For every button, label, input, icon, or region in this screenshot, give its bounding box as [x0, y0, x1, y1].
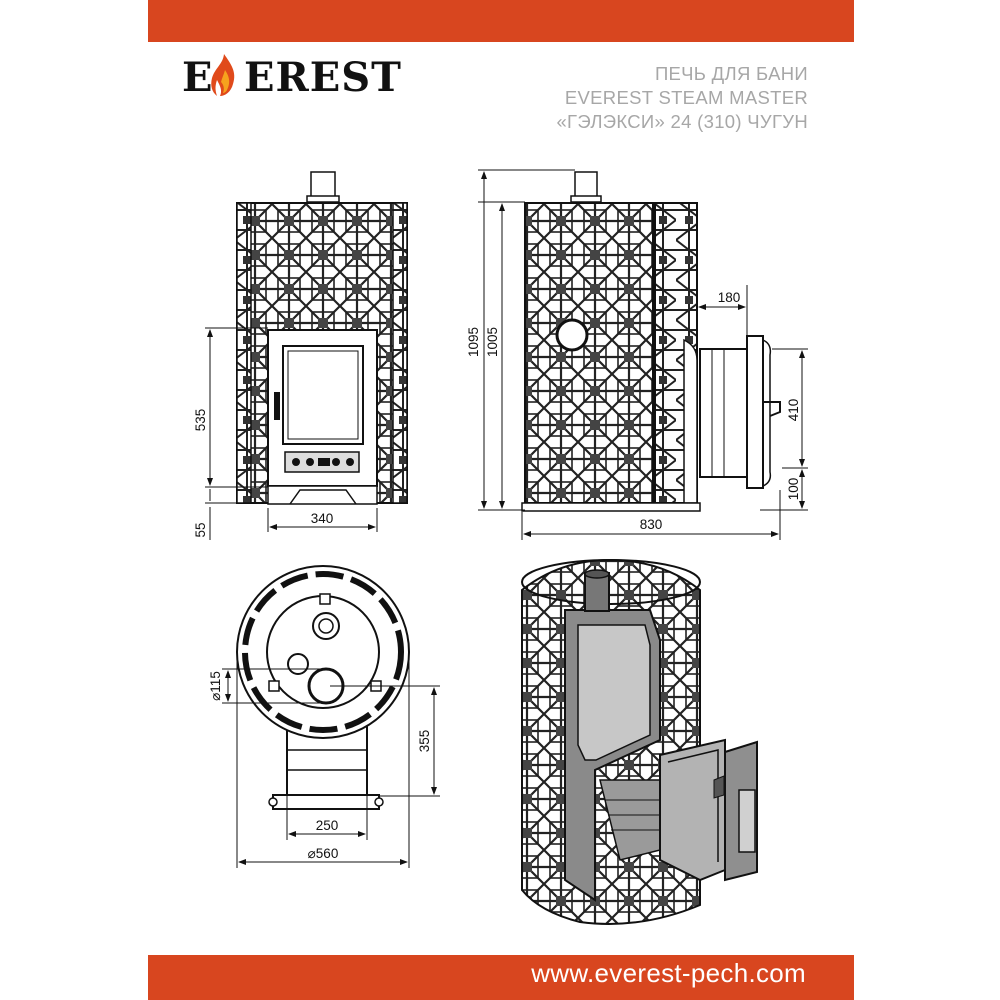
title-line-2: EVEREST STEAM MASTER: [564, 87, 808, 108]
dim-top-tunnel-depth: 355: [417, 730, 432, 753]
dim-front-door-height: 535: [193, 409, 208, 432]
side-dimensions: [478, 169, 808, 540]
top-view: [236, 565, 410, 810]
dim-side-body-height: 1005: [485, 327, 500, 357]
front-door-glass: [282, 345, 364, 445]
dim-side-tunnel-offset: 180: [718, 290, 741, 305]
front-view: [236, 171, 408, 505]
website-url-link[interactable]: www.everest-pech.com: [531, 958, 806, 988]
dim-top-flue-diameter: ⌀115: [208, 671, 223, 701]
cutaway-3d-view: [521, 558, 758, 925]
product-title: ПЕЧЬ ДЛЯ БАНИ EVEREST STEAM MASTER «ГЭЛЭ…: [556, 62, 808, 134]
top-flue: [312, 612, 340, 640]
dim-side-total-height: 1095: [466, 327, 481, 357]
bottom-accent-bar: www.everest-pech.com: [148, 955, 854, 1000]
dim-front-door-width: 340: [311, 511, 334, 526]
title-line-1: ПЕЧЬ ДЛЯ БАНИ: [654, 63, 808, 84]
dim-side-tunnel-base: 100: [786, 478, 801, 501]
logo-letters-rest: EREST: [244, 54, 402, 101]
top-dimensions: [222, 652, 440, 868]
dim-side-tunnel-height: 410: [786, 399, 801, 422]
flame-icon: [211, 54, 235, 96]
side-lattice-body: [524, 202, 654, 504]
side-view: [521, 171, 781, 512]
dim-front-base-height: 55: [193, 522, 208, 537]
cutaway-tunnel: [659, 738, 726, 882]
dim-top-tunnel-width: 250: [316, 818, 339, 833]
front-dimensions: [205, 327, 378, 540]
title-line-3: «ГЭЛЭКСИ» 24 (310) ЧУГУН: [556, 111, 808, 132]
side-tunnel-door: [746, 335, 764, 489]
front-base: [267, 485, 378, 505]
logo-letter-e: E: [182, 54, 214, 101]
top-tunnel-door: [272, 794, 380, 810]
dim-side-total-length: 830: [640, 517, 663, 532]
dim-top-diameter: ⌀560: [308, 846, 339, 861]
top-accent-bar: [148, 0, 854, 42]
